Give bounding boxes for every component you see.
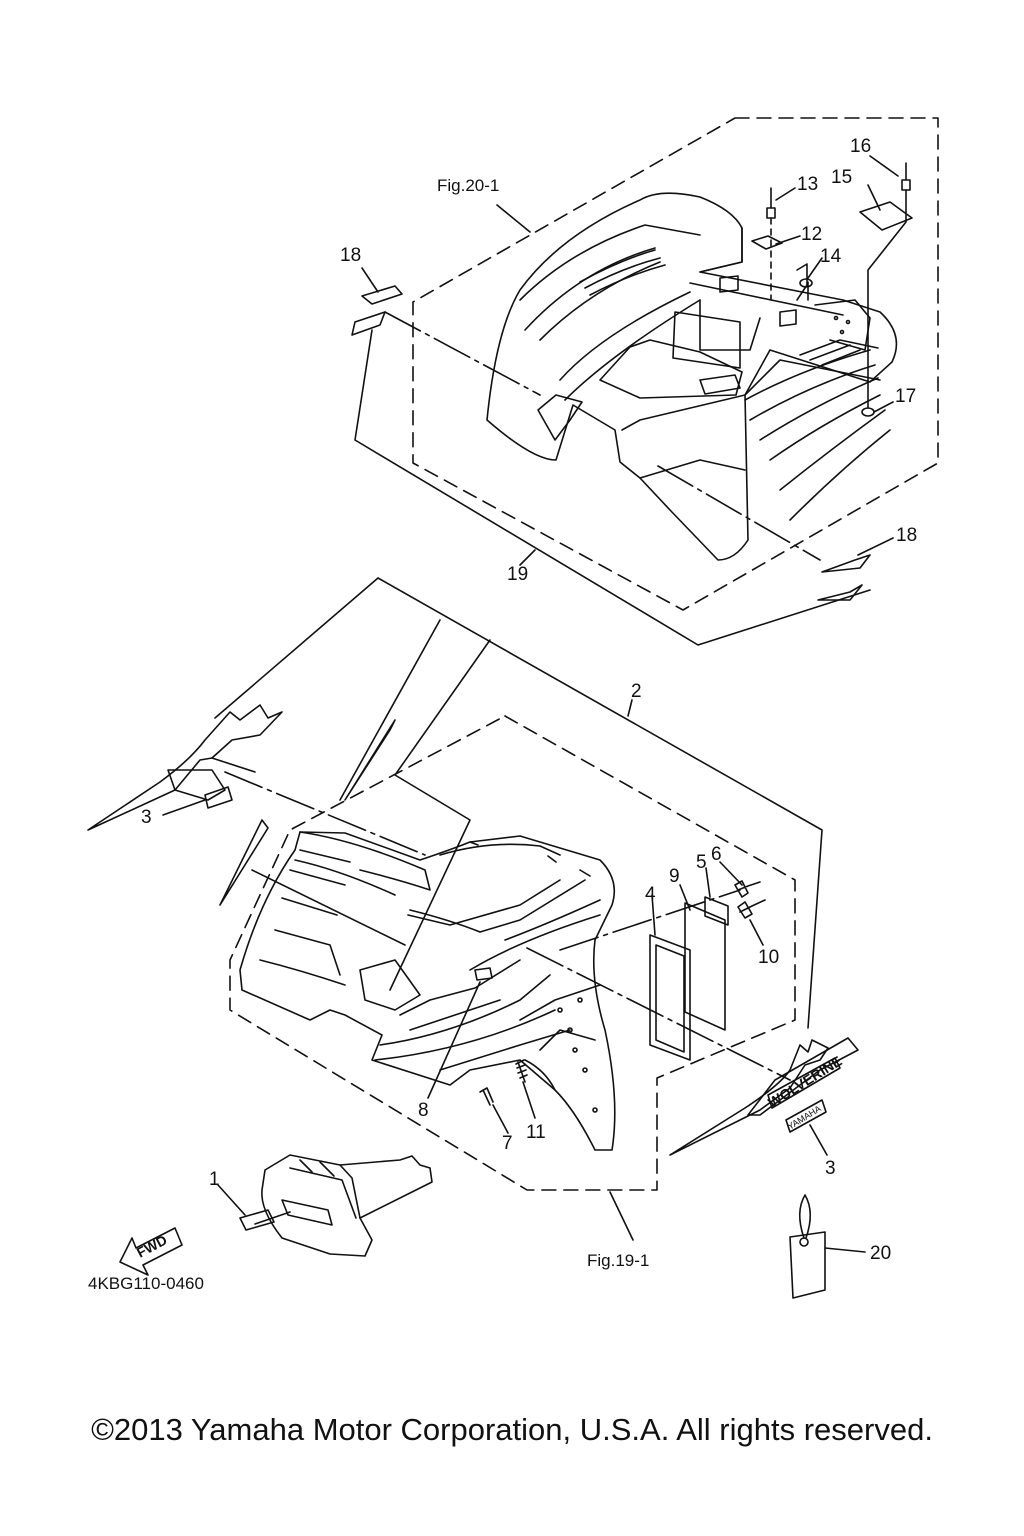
callout-14: 14 — [820, 246, 842, 267]
callout-19: 19 — [507, 564, 528, 585]
callout-17: 17 — [895, 386, 916, 407]
part-15-plate — [859, 201, 913, 231]
callout-1: 1 — [209, 1169, 220, 1190]
part-4-frame — [649, 934, 691, 1061]
part-6-bolt — [734, 880, 761, 898]
callout-5: 5 — [696, 852, 707, 873]
callout-12: 12 — [801, 224, 822, 245]
part-18-emblem-upper — [351, 285, 403, 336]
callout-6: 6 — [711, 844, 722, 865]
part-3-decal-left — [87, 704, 283, 831]
rear-item19-outline — [354, 329, 871, 646]
fwd-arrow-icon: FWD — [119, 1227, 183, 1276]
part-13-rivet — [766, 187, 776, 219]
callout-3-right: 3 — [825, 1158, 836, 1179]
rear-group-dashed-outline — [412, 117, 939, 611]
callout-10: 10 — [758, 947, 779, 968]
front-fender-group: WOLVERINE YAMAHA — [87, 577, 859, 1191]
part-7-clip — [479, 1087, 494, 1106]
front-item2-outline — [214, 577, 823, 1029]
part-10-bolt — [737, 899, 766, 919]
part-17-nut — [861, 407, 875, 417]
callout-3-left: 3 — [141, 807, 152, 828]
part-3-decal-right — [669, 1039, 829, 1156]
callout-18-upper: 18 — [340, 245, 361, 266]
figure-ref-rear: Fig.20-1 — [437, 176, 499, 195]
part-5-plate — [704, 896, 729, 926]
callout-7: 7 — [502, 1133, 513, 1154]
part-12-plate — [751, 235, 783, 250]
callout-9: 9 — [669, 866, 680, 887]
decal-wolverine-text: WOLVERINE — [765, 1053, 845, 1111]
part-16-rivet — [901, 162, 911, 191]
callout-16: 16 — [850, 136, 871, 157]
part-18-emblem-lower — [817, 554, 871, 601]
callout-4: 4 — [645, 884, 656, 905]
callout-11: 11 — [526, 1122, 546, 1143]
front-fender-illustration — [239, 831, 616, 1151]
callout-13: 13 — [797, 174, 818, 195]
callout-15: 15 — [831, 167, 852, 188]
part-1-panel — [239, 1154, 433, 1257]
callout-20: 20 — [870, 1243, 891, 1264]
diagram-code: 4KBG110-0460 — [88, 1274, 204, 1293]
callout-labels: Fig.20-1 Fig.19-1 1 2 3 3 4 5 6 7 8 9 10… — [88, 136, 917, 1293]
rear-fender-illustration — [486, 192, 898, 561]
front-group-dashed-outline — [229, 715, 796, 1191]
copyright-notice: ©2013 Yamaha Motor Corporation, U.S.A. A… — [91, 1412, 933, 1447]
leader-lines — [162, 155, 899, 1253]
part-14-nut — [796, 263, 813, 301]
part-11-spring — [515, 1059, 528, 1083]
rear-fender-group — [351, 117, 939, 646]
fwd-arrow-text: FWD — [134, 1232, 170, 1261]
callout-2: 2 — [631, 681, 642, 702]
callout-18-lower: 18 — [896, 525, 917, 546]
part-9-plate — [684, 902, 726, 1031]
callout-8: 8 — [418, 1100, 429, 1121]
figure-ref-front: Fig.19-1 — [587, 1251, 649, 1270]
part-20-tag — [789, 1194, 826, 1299]
